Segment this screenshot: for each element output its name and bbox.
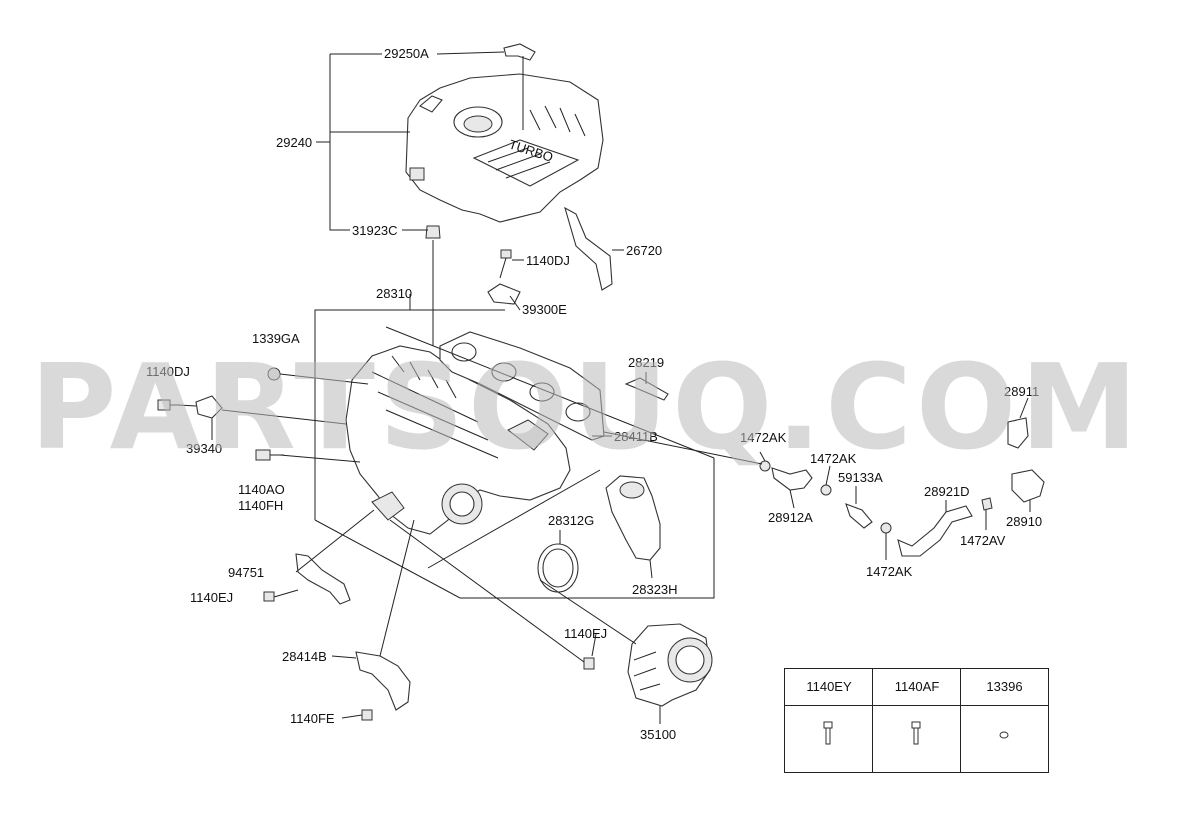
bracket-28414B[interactable] xyxy=(355,651,411,711)
sensor-39300E[interactable] xyxy=(487,283,521,305)
label-28219[interactable]: 28219 xyxy=(628,355,664,370)
gasket-28411B[interactable] xyxy=(439,331,605,441)
label-39300E[interactable]: 39300E xyxy=(522,302,567,317)
label-28911[interactable]: 28911 xyxy=(1004,384,1039,399)
sensor-39340[interactable] xyxy=(195,395,223,419)
group-outline xyxy=(314,309,715,599)
nut-13396-icon[interactable] xyxy=(999,731,1009,739)
label-1472AK-b[interactable]: 1472AK xyxy=(810,451,857,466)
clamp-1472AK-c[interactable] xyxy=(880,522,892,534)
oring-28312G[interactable] xyxy=(537,543,579,593)
valve-59133A[interactable] xyxy=(845,503,873,529)
label-31923C[interactable]: 31923C xyxy=(352,223,398,238)
legend-header-1140AF[interactable]: 1140AF xyxy=(894,679,940,694)
intake-manifold-28310[interactable] xyxy=(345,345,571,535)
clamp-1472AK-b[interactable] xyxy=(820,484,832,496)
hose-26720[interactable] xyxy=(564,206,613,291)
watermark-text: PARTSOUQ.COM xyxy=(30,338,1142,476)
label-1140EJ-left[interactable]: 1140EJ xyxy=(190,590,233,605)
bolt-1140EJ-right[interactable] xyxy=(583,657,595,670)
nut-31923C[interactable] xyxy=(425,225,441,239)
legend-header-13396[interactable]: 13396 xyxy=(986,679,1023,694)
legend-divider xyxy=(960,669,961,772)
label-28921D[interactable]: 28921D xyxy=(924,484,970,499)
label-28411B[interactable]: 28411B xyxy=(614,429,658,444)
bolt-1140AF-icon[interactable] xyxy=(911,721,921,745)
label-1140FE[interactable]: 1140FE xyxy=(290,711,335,726)
label-1472AK-a[interactable]: 1472AK xyxy=(740,430,787,445)
hose-28921D[interactable] xyxy=(897,505,973,557)
label-35100[interactable]: 35100 xyxy=(640,727,676,742)
throttle-body-35100[interactable] xyxy=(627,623,713,707)
bolt-1140EJ-left[interactable] xyxy=(263,591,275,602)
label-1472AV[interactable]: 1472AV xyxy=(960,533,1006,548)
label-26720[interactable]: 26720 xyxy=(626,243,662,258)
hose-28912A[interactable] xyxy=(771,467,813,491)
label-1140EJ-right[interactable]: 1140EJ xyxy=(564,626,607,641)
label-1140DJ-left[interactable]: 1140DJ xyxy=(146,364,190,379)
legend-divider xyxy=(785,705,1048,706)
label-28912A[interactable]: 28912A xyxy=(768,510,813,525)
label-59133A[interactable]: 59133A xyxy=(838,470,883,485)
clamp-1472AV[interactable] xyxy=(981,497,993,511)
label-94751[interactable]: 94751 xyxy=(228,565,264,580)
valve-28910[interactable] xyxy=(1011,469,1045,503)
legend-header-1140EY[interactable]: 1140EY xyxy=(806,679,852,694)
label-28910[interactable]: 28910 xyxy=(1006,514,1042,529)
bracket-94751[interactable] xyxy=(295,553,351,605)
fastener-legend-table: 1140EY 1140AF 13396 xyxy=(784,668,1049,773)
bolt-1140FE[interactable] xyxy=(361,709,373,721)
label-1140DJ-top[interactable]: 1140DJ xyxy=(526,253,570,268)
label-29240[interactable]: 29240 xyxy=(276,135,312,150)
label-1140AO[interactable]: 1140AO xyxy=(238,482,285,497)
label-28312G[interactable]: 28312G xyxy=(548,513,594,528)
leader-lines xyxy=(177,51,1031,724)
label-39340[interactable]: 39340 xyxy=(186,441,222,456)
label-29250A[interactable]: 29250A xyxy=(384,46,429,61)
bolt-1140DJ-top[interactable] xyxy=(499,249,512,279)
label-28414B[interactable]: 28414B xyxy=(282,649,327,664)
label-28310[interactable]: 28310 xyxy=(376,286,412,301)
label-1140FH[interactable]: 1140FH xyxy=(238,498,283,513)
plate-28219[interactable] xyxy=(624,377,669,401)
part-29250A[interactable] xyxy=(503,43,536,61)
actuator-28323H[interactable] xyxy=(605,475,661,561)
engine-cover[interactable]: TURBO xyxy=(405,73,604,223)
label-1339GA[interactable]: 1339GA xyxy=(252,331,300,346)
bracket-28911[interactable] xyxy=(1007,417,1029,449)
bolt-1140EY-icon[interactable] xyxy=(823,721,833,745)
label-28323H[interactable]: 28323H xyxy=(632,582,678,597)
callout-labels: 29250A 29240 31923C 26720 1140DJ 28310 3… xyxy=(146,46,1042,742)
legend-divider xyxy=(872,669,873,772)
legend-icons xyxy=(823,721,1009,745)
label-1472AK-c[interactable]: 1472AK xyxy=(866,564,913,579)
